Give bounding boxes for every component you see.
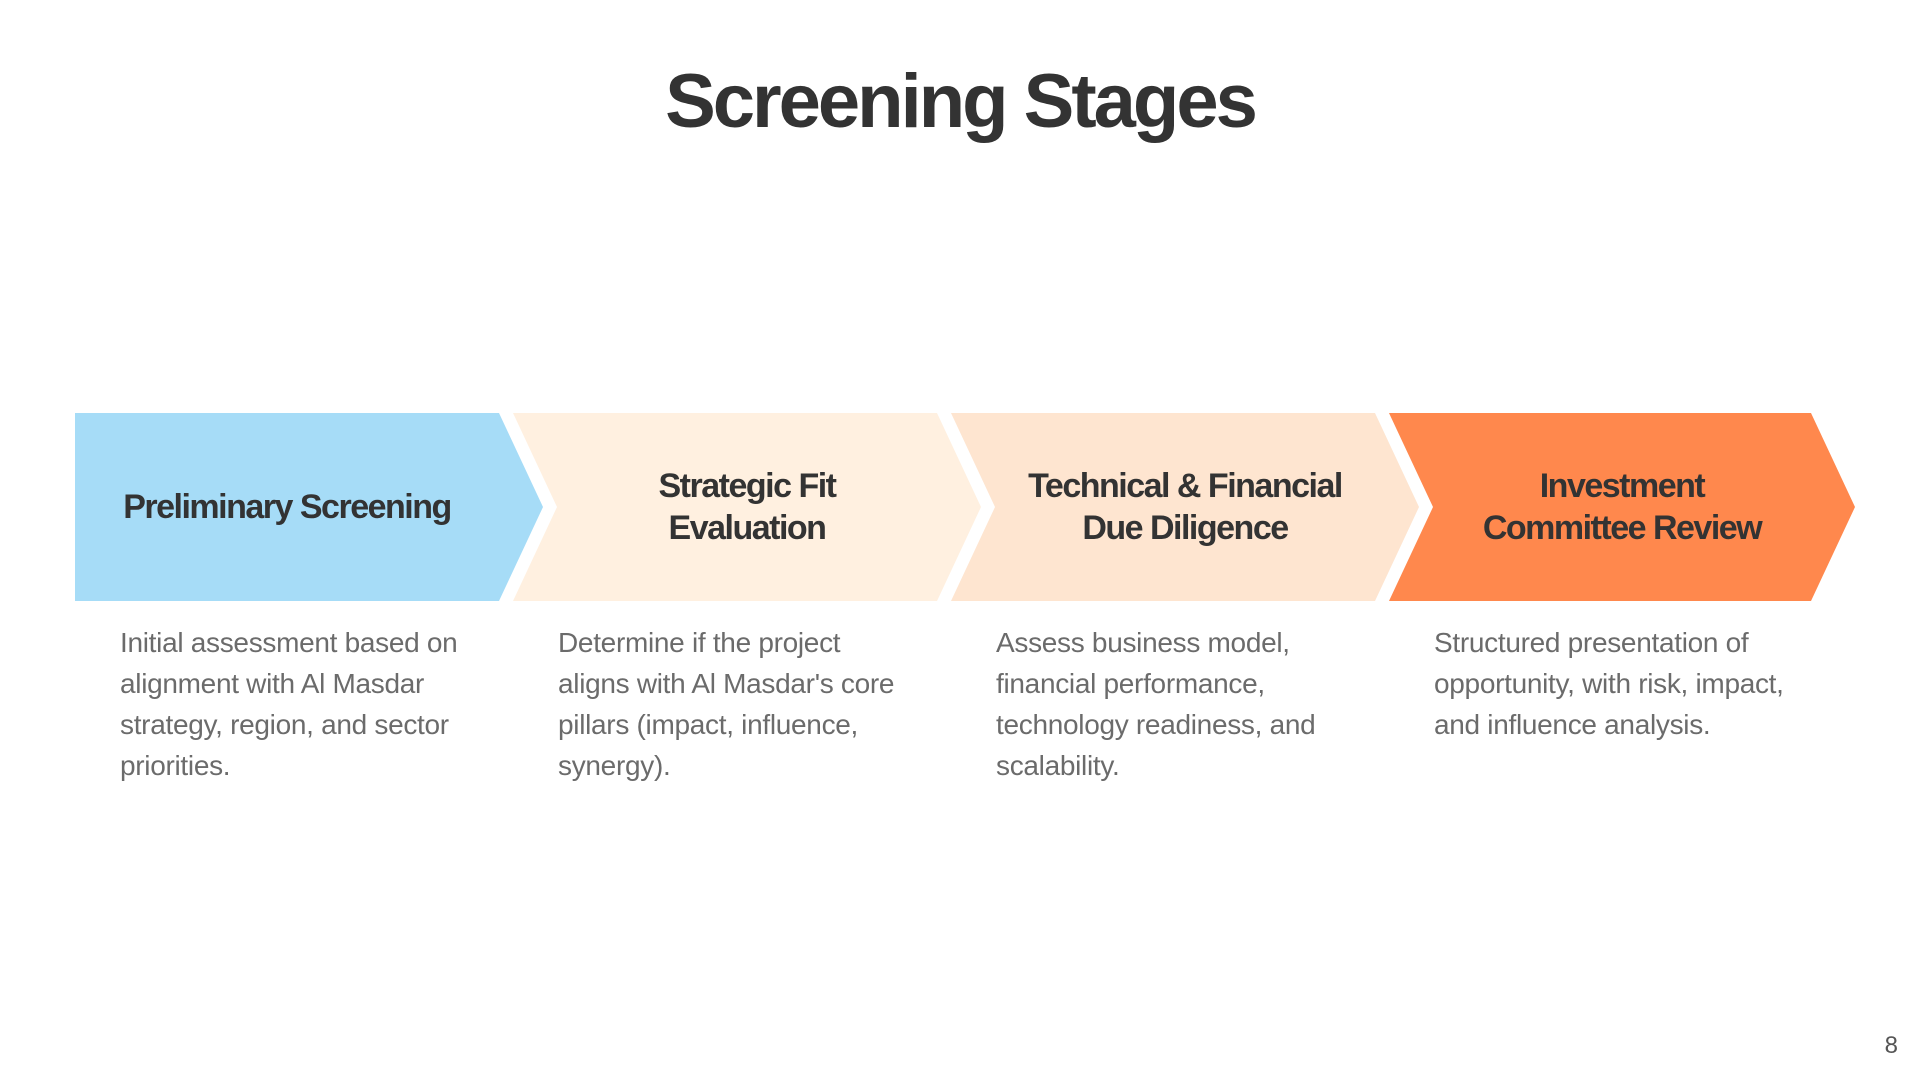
stage-label-line: Evaluation	[668, 509, 827, 547]
process-flow: Preliminary Screening Strategic Fit Eval…	[75, 413, 1855, 601]
stage-description: Determine if the project aligns with Al …	[558, 627, 895, 781]
stage-arrow-shape	[513, 413, 981, 601]
stage-label-line: Technical & Financial	[1028, 467, 1343, 505]
slide-title: Screening Stages	[665, 59, 1258, 144]
stage-arrow-shape	[951, 413, 1419, 601]
stage-technical-financial-due-diligence: Technical & Financial Due Diligence	[951, 413, 1419, 601]
stage-description: Assess business model, financial perform…	[996, 627, 1316, 781]
stage-investment-committee-review: Investment Committee Review	[1389, 413, 1855, 601]
stage-label: Strategic Fit Evaluation	[557, 413, 937, 601]
stage-arrow-shape	[75, 413, 543, 601]
stage-label-line: Due Diligence	[1082, 509, 1289, 547]
stage-label-line: Investment	[1539, 467, 1706, 505]
stage-label: Investment Committee Review	[1433, 413, 1811, 601]
stage-label: Preliminary Screening	[75, 413, 499, 601]
stage-label-line: Committee Review	[1482, 509, 1763, 547]
stage-preliminary-screening: Preliminary Screening	[75, 413, 543, 601]
stage-arrow-shape	[1389, 413, 1855, 601]
stage-label: Technical & Financial Due Diligence	[995, 413, 1375, 601]
stage-label-line: Preliminary Screening	[123, 488, 452, 526]
stage-description: Structured presentation of opportunity, …	[1434, 627, 1784, 740]
page-number: 8	[1884, 1032, 1898, 1059]
stage-strategic-fit-evaluation: Strategic Fit Evaluation	[513, 413, 981, 601]
stage-label-line: Strategic Fit	[658, 467, 837, 505]
stage-description: Initial assessment based on alignment wi…	[120, 627, 458, 781]
